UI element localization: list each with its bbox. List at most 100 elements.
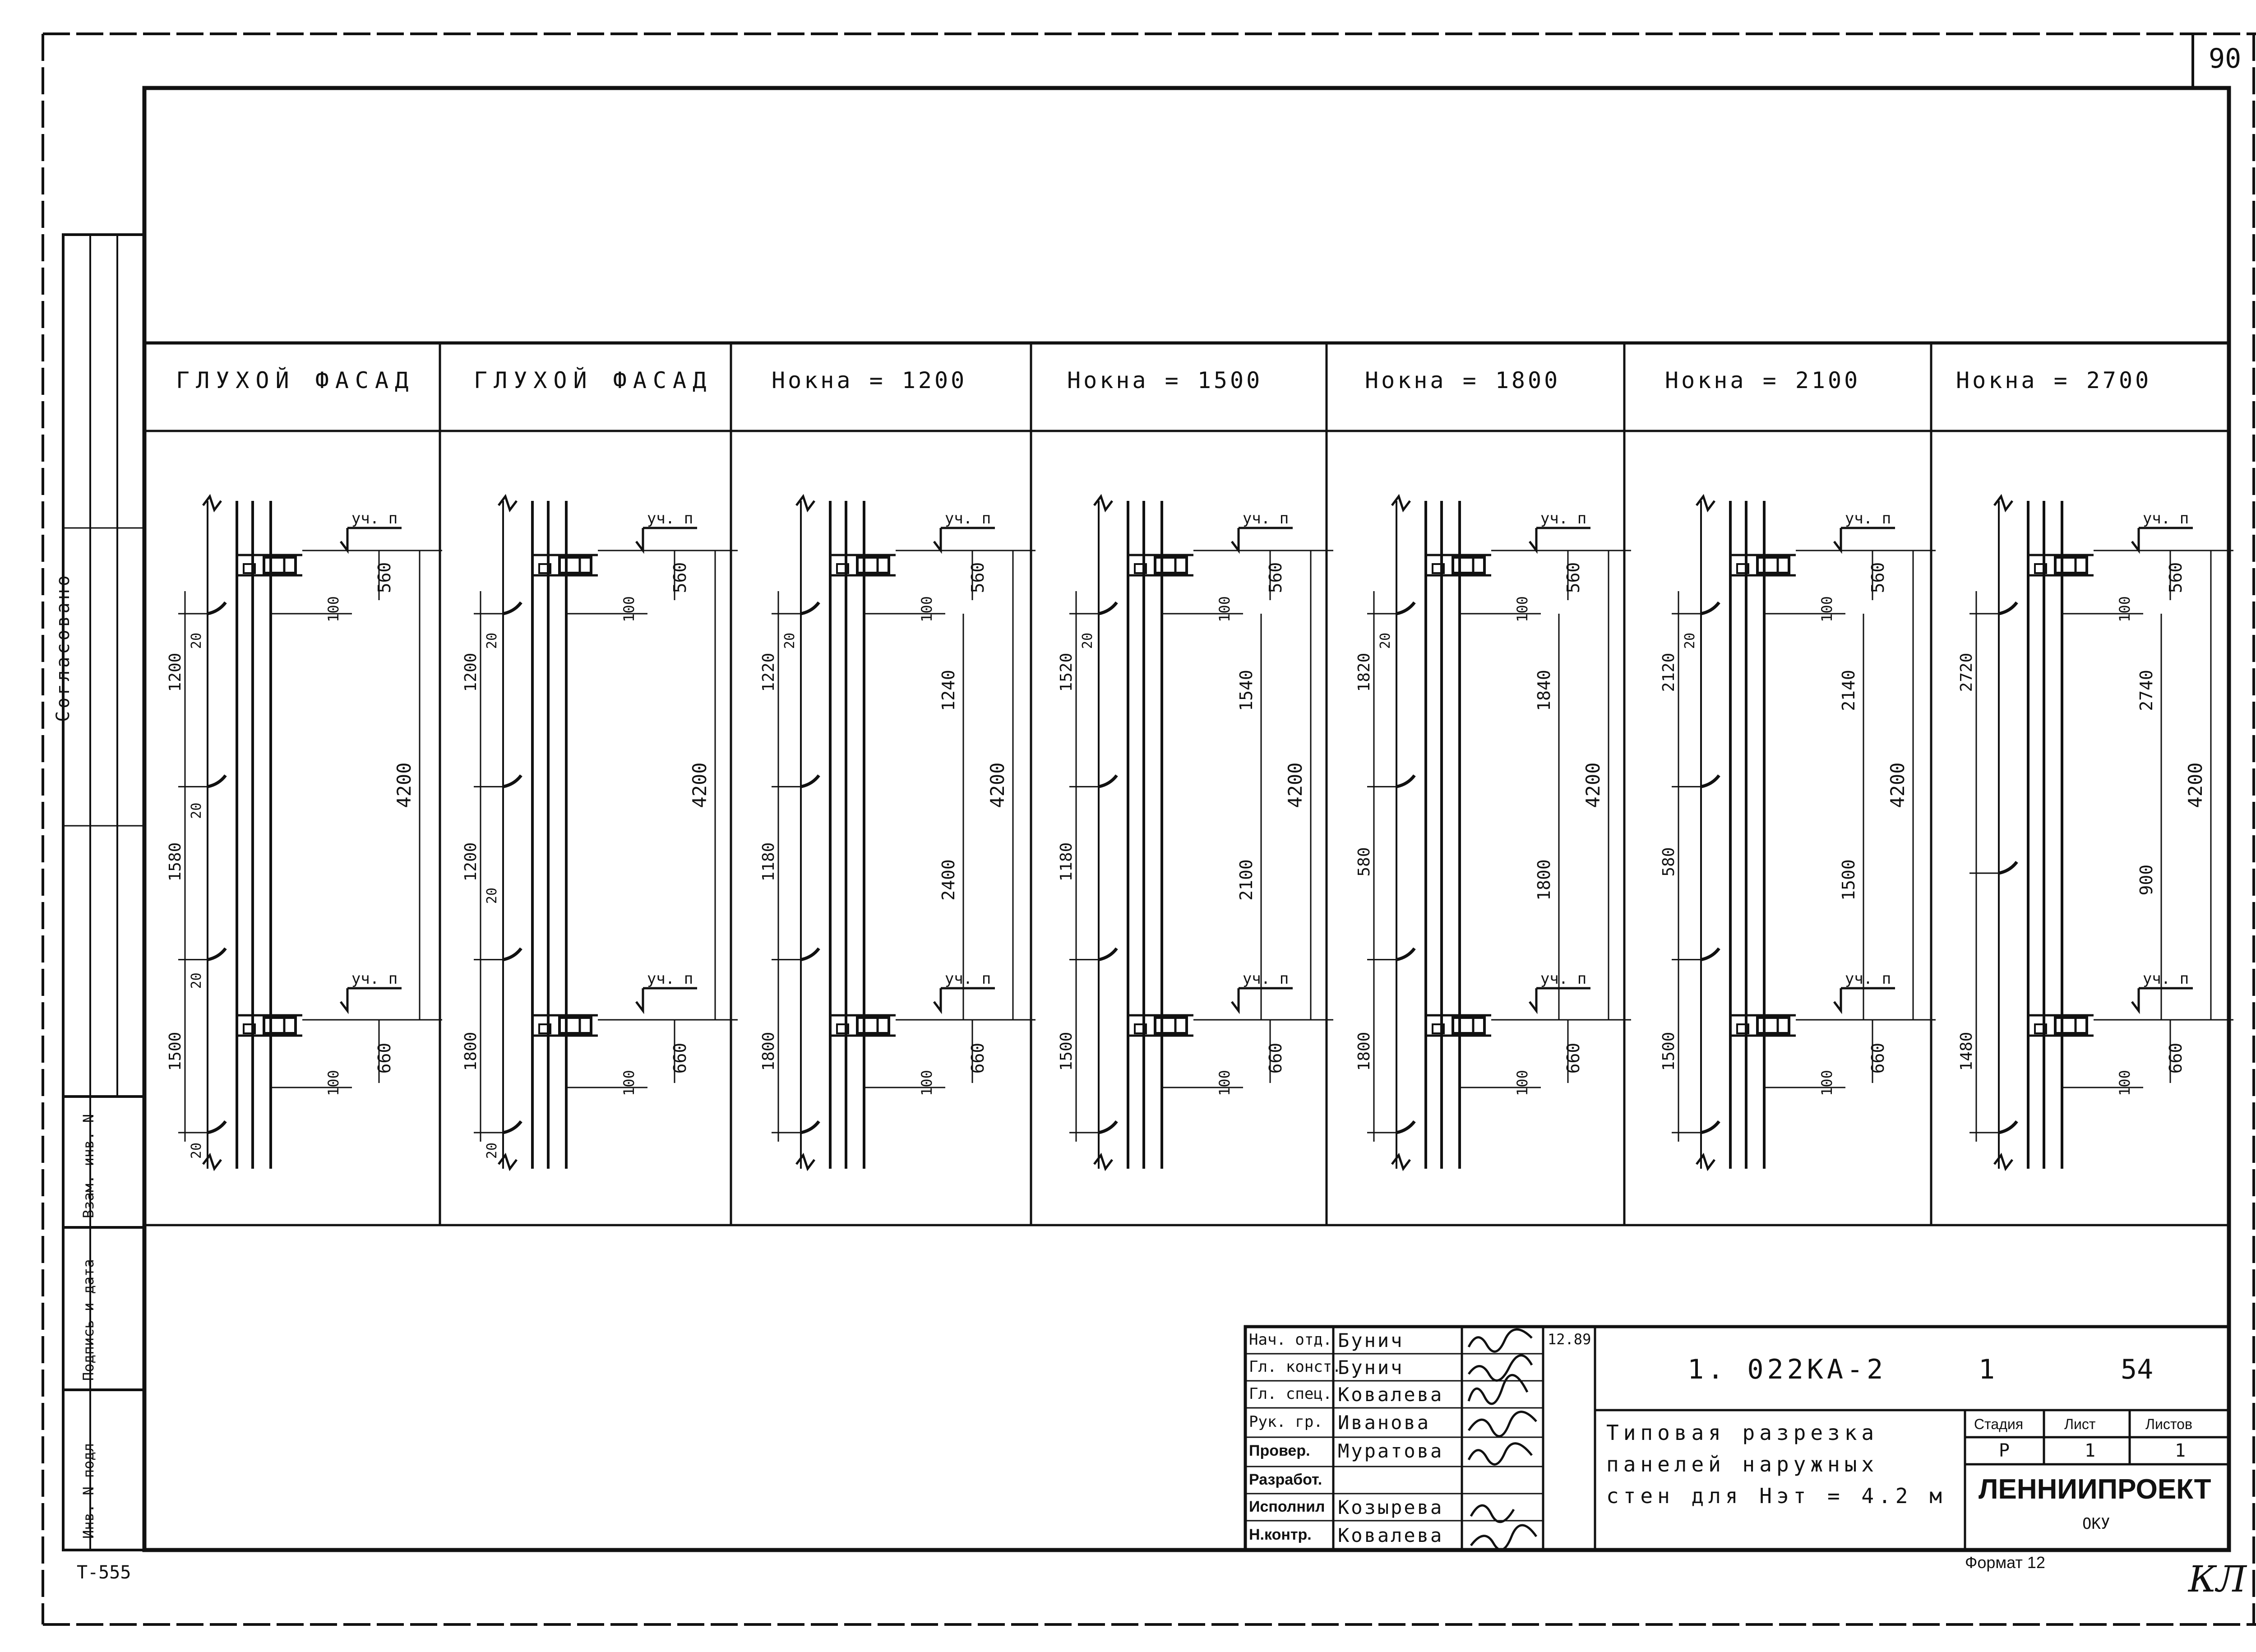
role-3: Гл. спец. [1249,1385,1332,1403]
break-mark-top [1391,494,1411,513]
break-mark-top [1993,494,2013,513]
main-frame [142,86,2231,1552]
sheets-value: 1 [2175,1440,2186,1461]
name-1: Бунич [1338,1329,1404,1351]
role-1: Нач. отд. [1249,1331,1332,1349]
level-mark-bottom [1529,987,1590,1014]
dim-100-bottom-label: 100 [918,1070,935,1096]
segment-label: 1500 [1660,1032,1678,1071]
panel-joint [1098,774,1118,788]
break-mark-bottom [1093,1152,1113,1171]
panel-joint [503,601,522,615]
wall-section-1 [178,494,442,1171]
slab-beam [1154,556,1188,574]
segment-label: 1800 [462,1032,480,1071]
gap-label: 20 [1682,633,1698,649]
role-5: Провер. [1249,1442,1310,1459]
inner-dim-label: 2140 [1839,670,1858,711]
slab-beam [1154,1016,1188,1035]
wall-section-4 [1069,494,1333,1171]
inner-dim-label: 900 [2136,865,2156,896]
level-mark-bottom [635,987,697,1014]
dim-total-label: 4200 [986,762,1008,808]
level-label-top: уч. п [1845,509,1891,528]
level-mark-top [1231,527,1293,554]
panel-joint [1396,1120,1416,1134]
segment-label: 1200 [462,653,480,692]
dim-bottom-label: 660 [2166,1043,2186,1074]
segment-label: 1200 [166,653,185,692]
level-mark-top [635,527,697,554]
inner-dim-label: 2100 [1236,859,1256,901]
column-header-7: Hокна = 2700 [1956,367,2152,393]
dim-100-bottom-label: 100 [620,1070,638,1096]
dim-total-label: 4200 [393,762,415,808]
panel-joint [1998,601,2018,615]
segment-label: 1180 [759,842,778,882]
dim-bottom-label: 660 [1266,1043,1285,1074]
column-header-1: ГЛУХОЙ ФАСАД [176,367,415,393]
dim-100-bottom-label: 100 [2116,1070,2133,1096]
panel-joint [1701,601,1720,615]
level-label-bottom: уч. п [1243,970,1289,988]
column-header-5: Hокна = 1800 [1365,367,1561,393]
inner-dim-label: 1540 [1236,670,1256,711]
panel-joint [207,1120,227,1134]
wall-section-2 [474,494,738,1171]
panel-joint [1396,947,1416,962]
inner-dim-label: 2400 [938,859,958,901]
dim-top-label: 560 [1868,562,1888,593]
break-mark-top [1696,494,1715,513]
gap-label: 20 [1080,633,1096,649]
dim-top-label: 560 [1266,562,1285,593]
level-label-top: уч. п [351,509,398,528]
panel-joint [1701,947,1720,962]
panel-joint [1998,1120,2018,1134]
gap-label: 20 [189,633,204,649]
column-header-2: ГЛУХОЙ ФАСАД [474,367,713,393]
slab-anchor [1736,563,1749,574]
gap-label: 20 [484,888,500,904]
role-6: Разработ. [1249,1471,1322,1488]
segment-label: 1800 [759,1032,778,1071]
issue-number: 1 [1979,1354,1995,1385]
dim-total-label: 4200 [2184,762,2206,808]
dim-bottom-label: 660 [1868,1043,1888,1074]
level-mark-top [933,527,995,554]
panel-joint [800,1120,820,1134]
slab-anchor [243,1023,256,1034]
panel-joint [503,774,522,788]
level-mark-bottom [1833,987,1895,1014]
level-label-bottom: уч. п [1845,970,1891,988]
wall-section-5 [1367,494,1631,1171]
break-mark-bottom [498,1152,518,1171]
segment-label: 1820 [1355,653,1373,692]
slab-beam [263,1016,297,1035]
dim-100-bottom-label: 100 [325,1070,342,1096]
level-mark-bottom [2131,987,2193,1014]
gap-label: 20 [484,633,500,649]
slab-anchor [538,563,551,574]
level-label-bottom: уч. п [2143,970,2189,988]
dim-100-top-label: 100 [1818,596,1835,622]
slab-beam [1756,556,1790,574]
role-4: Рук. гр. [1249,1413,1323,1431]
segment-label: 1580 [166,842,185,882]
segment-label: 580 [1660,847,1678,876]
level-label-top: уч. п [1540,509,1586,528]
break-mark-bottom [795,1152,815,1171]
side-panel [62,233,146,1551]
slab-beam [2054,1016,2088,1035]
break-mark-bottom [1993,1152,2013,1171]
slab-beam [856,1016,890,1035]
dim-100-top-label: 100 [325,596,342,622]
segment-label: 1500 [166,1032,185,1071]
slab-anchor [2034,563,2047,574]
gap-label: 20 [189,1143,204,1159]
inner-dim-label: 2740 [2136,670,2156,711]
dim-top-label: 560 [2166,562,2186,593]
dim-top-label: 560 [670,562,690,593]
segment-label: 1180 [1057,842,1076,882]
sheet-number: 90 [2209,43,2242,74]
level-mark-bottom [1231,987,1293,1014]
